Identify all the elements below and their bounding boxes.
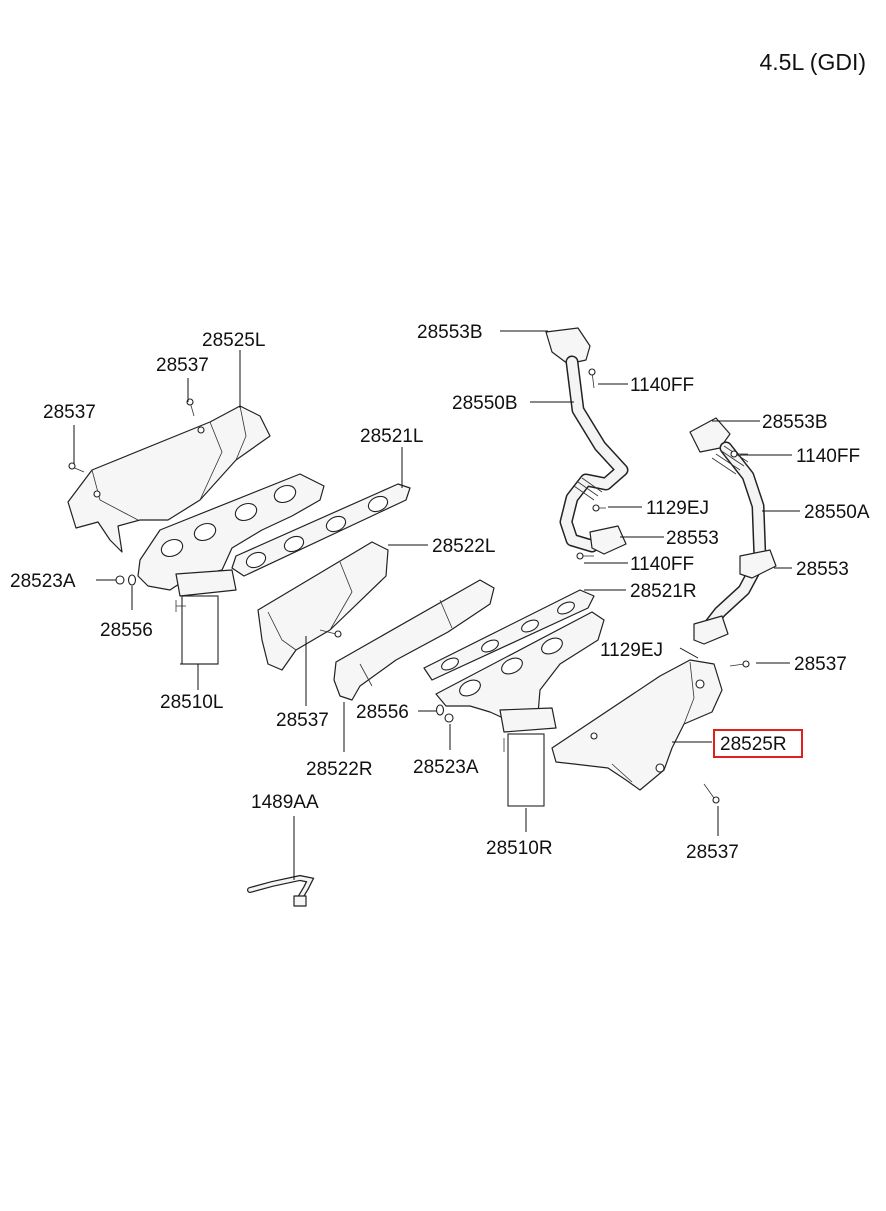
egr-tube-a-drawing [689, 417, 777, 645]
heat-protector-right-drawing [551, 659, 723, 791]
part-label-28550a: 28550A [804, 502, 870, 523]
heat-shield-lower-left-drawing [257, 541, 389, 671]
part-label-28521r: 28521R [630, 581, 697, 602]
part-label-28537-d: 28537 [794, 654, 847, 675]
part-label-1129ej-a: 1129EJ [646, 498, 709, 519]
part-label-28537-b: 28537 [43, 402, 96, 423]
oxygen-sensor-drawing [247, 874, 315, 907]
part-label-28521l: 28521L [360, 426, 423, 447]
gasket-right-drawing [423, 589, 595, 681]
part-label-28537-c: 28537 [276, 710, 329, 731]
part-label-28553-a: 28553 [666, 528, 719, 549]
part-label-28556-left: 28556 [100, 620, 153, 641]
heat-shield-lower-right-drawing [333, 579, 495, 701]
part-label-28522r: 28522R [306, 759, 373, 780]
gasket-left-drawing [231, 483, 411, 577]
part-label-1140ff-a: 1140FF [630, 375, 694, 396]
part-label-28510l: 28510L [160, 692, 223, 713]
part-label-28553-b: 28553 [796, 559, 849, 580]
part-label-1140ff-b: 1140FF [796, 446, 860, 467]
part-label-28523a-mid: 28523A [413, 757, 479, 778]
highlight-box [713, 729, 803, 758]
part-label-28522l: 28522L [432, 536, 495, 557]
part-label-28553b-right: 28553B [762, 412, 828, 433]
egr-tube-b-drawing [545, 327, 629, 555]
part-label-28556-mid: 28556 [356, 702, 409, 723]
part-label-28537-e: 28537 [686, 842, 739, 863]
part-label-28550b: 28550B [452, 393, 518, 414]
part-label-28523a-left: 28523A [10, 571, 76, 592]
part-labels: 28553B 1140FF 28550B 28553B 1140FF 1129E… [10, 322, 870, 863]
part-label-28537-a: 28537 [156, 355, 209, 376]
part-label-28553b-top: 28553B [417, 322, 483, 343]
heat-protector-left-drawing [67, 405, 271, 553]
engine-variant-title: 4.5L (GDI) [759, 49, 866, 75]
part-label-1140ff-c: 1140FF [630, 554, 694, 575]
part-label-1129ej-b: 1129EJ [600, 640, 663, 661]
part-label-28525l: 28525L [202, 330, 265, 351]
exhaust-manifold-right-drawing [435, 611, 605, 807]
fasteners-drawing [68, 368, 750, 804]
part-label-28525r: 28525R [720, 734, 787, 755]
part-label-28510r: 28510R [486, 838, 553, 859]
leader-lines [73, 330, 800, 880]
part-label-1489aa: 1489AA [251, 792, 319, 813]
exhaust-manifold-left-drawing [137, 473, 325, 665]
